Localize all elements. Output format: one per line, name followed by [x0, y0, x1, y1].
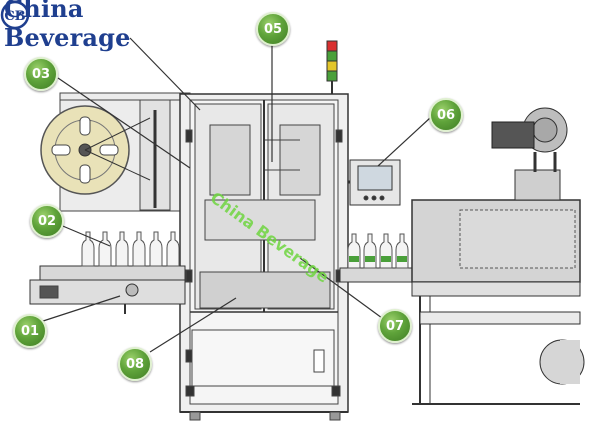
- callout-03: 03: [24, 57, 58, 91]
- callout-06: 06: [429, 98, 463, 132]
- lower-door: [191, 329, 335, 387]
- callout-05: 05: [256, 12, 290, 46]
- brand-header: CB China Beverage: [0, 0, 218, 52]
- callout-02: 02: [30, 204, 64, 238]
- callout-07: 07: [378, 309, 412, 343]
- svg-text:CB: CB: [4, 9, 25, 24]
- callout-08: 08: [118, 347, 152, 381]
- infeed-conveyor: [39, 265, 186, 281]
- brand-name: China Beverage: [4, 0, 131, 52]
- callout-01: 01: [13, 314, 47, 348]
- brand-logo-icon: CB: [0, 0, 30, 30]
- outfeed-conveyor: [339, 267, 421, 283]
- leader-lines: [39, 37, 431, 353]
